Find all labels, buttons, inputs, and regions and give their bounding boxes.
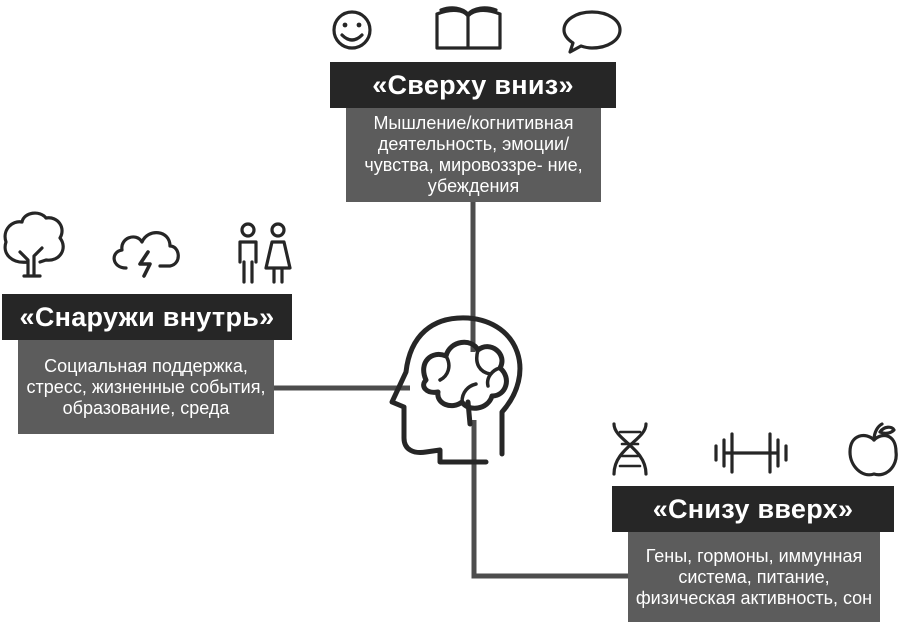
title-outside-in: «Снаружи внутрь» — [2, 294, 292, 340]
description-outside-in: Социальная поддержка, стресс, жизненные … — [18, 340, 274, 434]
head-brain-icon — [389, 315, 523, 465]
description-top-down: Мышление/когнитивная деятельность, эмоци… — [346, 108, 601, 202]
smiley-icon — [332, 10, 372, 50]
description-bottom-up: Гены, гормоны, иммунная система, питание… — [628, 532, 880, 622]
title-bottom-up: «Снизу вверх» — [612, 486, 894, 532]
man-woman-icon — [238, 222, 292, 284]
storm-cloud-icon — [112, 231, 180, 278]
dumbbell-icon — [714, 432, 788, 474]
open-book-icon — [435, 6, 502, 50]
tree-icon — [3, 211, 65, 278]
speech-bubble-icon — [562, 10, 622, 54]
description-bottom-up-text: Гены, гормоны, иммунная система, питание… — [635, 545, 873, 608]
title-top-down: «Сверху вниз» — [330, 62, 616, 108]
description-outside-in-text: Социальная поддержка, стресс, жизненные … — [26, 355, 266, 418]
apple-icon — [848, 422, 898, 477]
connector-bottom — [471, 420, 630, 579]
description-top-down-text: Мышление/когнитивная деятельность, эмоци… — [364, 113, 583, 196]
dna-icon — [612, 422, 648, 476]
